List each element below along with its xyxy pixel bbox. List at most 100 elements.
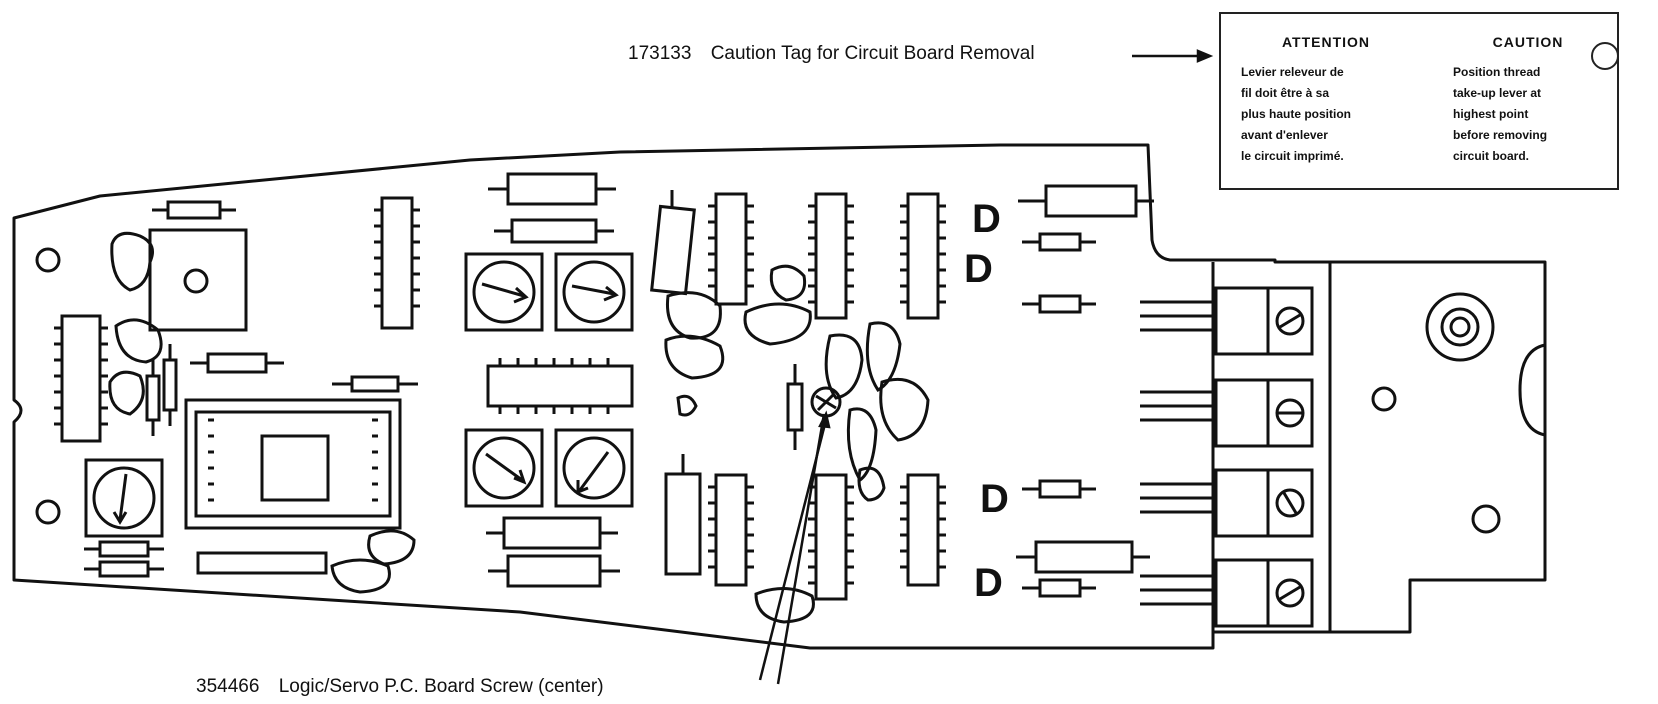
capacitor [754,587,815,624]
capacitor [857,466,886,502]
potentiometer-arrow [481,282,529,304]
ic-chip [714,473,748,587]
ic-pins [900,204,946,304]
diode-label: D [964,247,993,291]
caution-tag-french-line: plus haute position [1241,107,1351,121]
capacitor [367,529,416,566]
ic-chip [906,473,940,587]
potentiometer-dial [472,260,536,324]
capacitor [330,558,391,594]
caution-tag-french: ATTENTION Levier releveur de fil doit êt… [1241,34,1411,167]
potentiometer-dial [92,466,156,530]
ic-chip [60,314,102,443]
caution-tag-english-line: highest point [1453,107,1529,121]
voltage-regulator [1214,468,1270,538]
eprom-window [260,434,330,502]
screw-boss-inner [1440,307,1480,347]
resistor [98,560,150,578]
leader-line-board-screw-2 [758,419,828,681]
caution-tag-callout: 173133 Caution Tag for Circuit Board Rem… [628,43,1035,65]
resistor [145,374,161,422]
mounting-hole [35,499,61,525]
regulator-tab [1266,378,1314,448]
leader-arrow [818,410,831,429]
capacitor [846,407,878,483]
capacitor [108,370,145,416]
ic-pins [54,326,108,426]
eprom-socket [184,398,402,530]
caution-tag: ATTENTION Levier releveur de fil doit êt… [1219,12,1619,190]
potentiometer [554,252,634,332]
screw-boss-core [1449,316,1471,338]
board-screw-part-number: 354466 [196,676,260,697]
voltage-regulator [1214,378,1270,448]
eprom-chip [194,410,392,518]
resistor [1044,184,1138,218]
ic-chip [814,192,848,320]
diode-label: D [974,561,1003,605]
potentiometer [464,252,544,332]
potentiometer [84,458,164,538]
ic-chip [814,473,848,601]
mounting-hole [1371,386,1397,412]
resistor [502,516,602,550]
resistor [1038,294,1082,314]
capacitor-body [650,204,696,296]
transformer-block [148,228,248,332]
potentiometer-arrow [571,284,619,302]
caution-tag-french-line: avant d'enlever [1241,128,1328,142]
bracket-notch [1518,343,1546,437]
caution-tag-description: Caution Tag for Circuit Board Removal [710,43,1035,64]
capacitor [110,231,154,292]
board-screw-callout: 354466 Logic/Servo P.C. Board Screw (cen… [196,676,604,698]
ic-pins [708,204,754,288]
regulator-tab [1266,286,1314,356]
potentiometer-dial [562,436,626,500]
resistor-pack [196,551,328,575]
resistor [162,358,178,412]
caution-tag-english-line: circuit board. [1453,149,1530,163]
capacitor [743,302,812,346]
ic-pins [208,418,378,502]
diode-label: D [980,477,1009,521]
resistor [206,352,268,374]
potentiometer-arrow [485,452,527,485]
mounting-hole [35,247,61,273]
mounting-bracket [1211,262,1547,632]
tag-hole [1591,42,1619,70]
capacitor [879,377,930,442]
potentiometer [554,428,634,508]
resistor [1038,578,1082,598]
ic-chip [486,364,634,408]
resistor [506,554,602,588]
resistor [510,218,598,244]
capacitor [865,321,902,392]
regulator-tab [1266,558,1314,628]
caution-tag-french-line: le circuit imprimé. [1241,149,1344,163]
potentiometer-arrow [576,451,610,495]
capacitor [665,291,722,340]
ic-pins [808,204,854,304]
ic-chip [714,192,748,306]
resistor [506,172,598,206]
diode-label: D [972,197,1001,241]
caution-tag-english-line: before removing [1453,128,1548,142]
capacitor [676,394,698,417]
resistor [1038,232,1082,252]
voltage-regulator [1214,558,1270,628]
resistor [1034,540,1134,574]
capacitor [664,334,725,380]
ic-chip [906,192,940,320]
caution-tag-part-number: 173133 [628,43,692,64]
caution-tag-english-line: take-up lever at [1453,86,1542,100]
screw-boss [1425,292,1495,362]
ic-pins [374,208,420,308]
caution-tag-english-heading: CAUTION [1492,34,1564,50]
potentiometer-dial [562,260,626,324]
ic-pins [498,358,610,414]
ic-pins [900,485,946,569]
resistor [786,382,804,432]
ic-chip [380,196,414,330]
resistor [98,540,150,558]
capacitor [769,264,807,302]
